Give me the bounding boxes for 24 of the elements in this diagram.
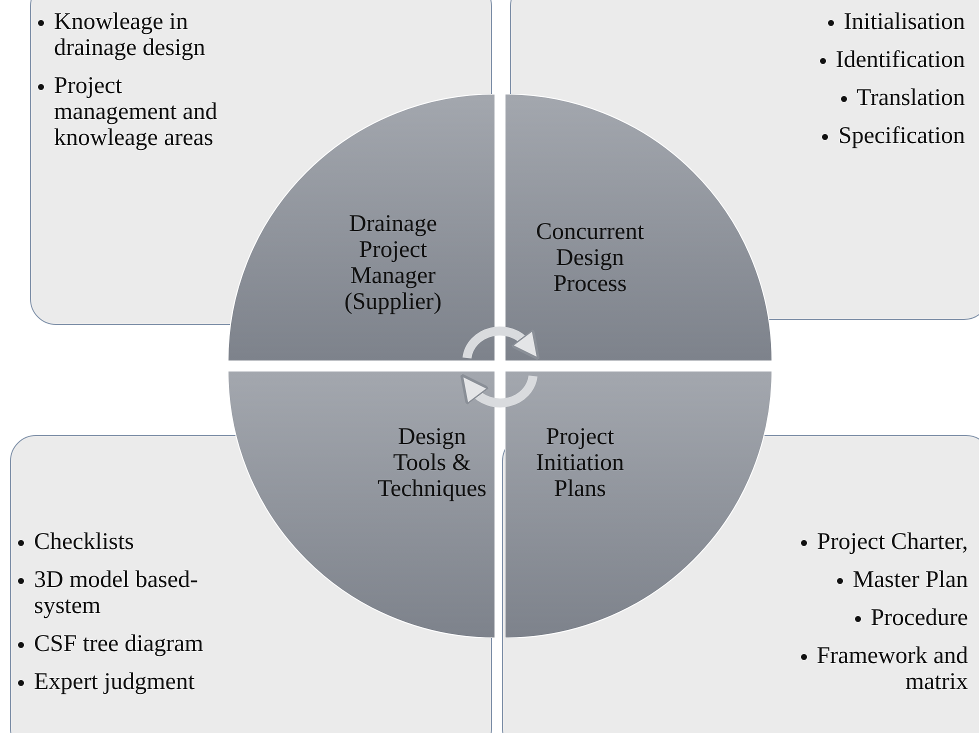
quadrant-label: Drainage Project Manager (Supplier) xyxy=(343,212,443,316)
bullet-item: Procedure xyxy=(870,604,968,631)
circle-quadrant xyxy=(505,371,772,638)
bullet-item: 3D model based-system xyxy=(34,568,199,620)
circle-quadrant xyxy=(228,371,495,638)
circle-quadrant xyxy=(505,94,772,361)
quadrant-label: Project Initiation Plans xyxy=(535,425,625,503)
bullet-item: CSF tree diagram xyxy=(34,632,204,658)
bullet-item: Identification xyxy=(836,46,965,73)
bullet-item: Master Plan xyxy=(852,566,968,593)
quadrant-label: Concurrent Design Process xyxy=(535,220,645,298)
bullet-item: Project management and knowleage areas xyxy=(54,74,218,152)
quadrant-label: Design Tools & Techniques xyxy=(376,425,488,503)
bullet-item: Specification xyxy=(838,122,965,149)
bullet-item: Project Charter, xyxy=(817,529,968,555)
bullet-item: Translation xyxy=(856,84,965,111)
bullet-item: Framework and matrix xyxy=(816,642,968,695)
cycle-arrow xyxy=(459,374,538,408)
circle-quadrant xyxy=(228,94,495,361)
bullet-item: Knowleage in drainage design xyxy=(54,10,206,62)
bullet-item: Checklists xyxy=(34,530,134,556)
cycle-arrow xyxy=(462,326,541,360)
bullet-item: Expert judgment xyxy=(34,670,195,696)
bullet-item: Initialisation xyxy=(844,9,965,35)
